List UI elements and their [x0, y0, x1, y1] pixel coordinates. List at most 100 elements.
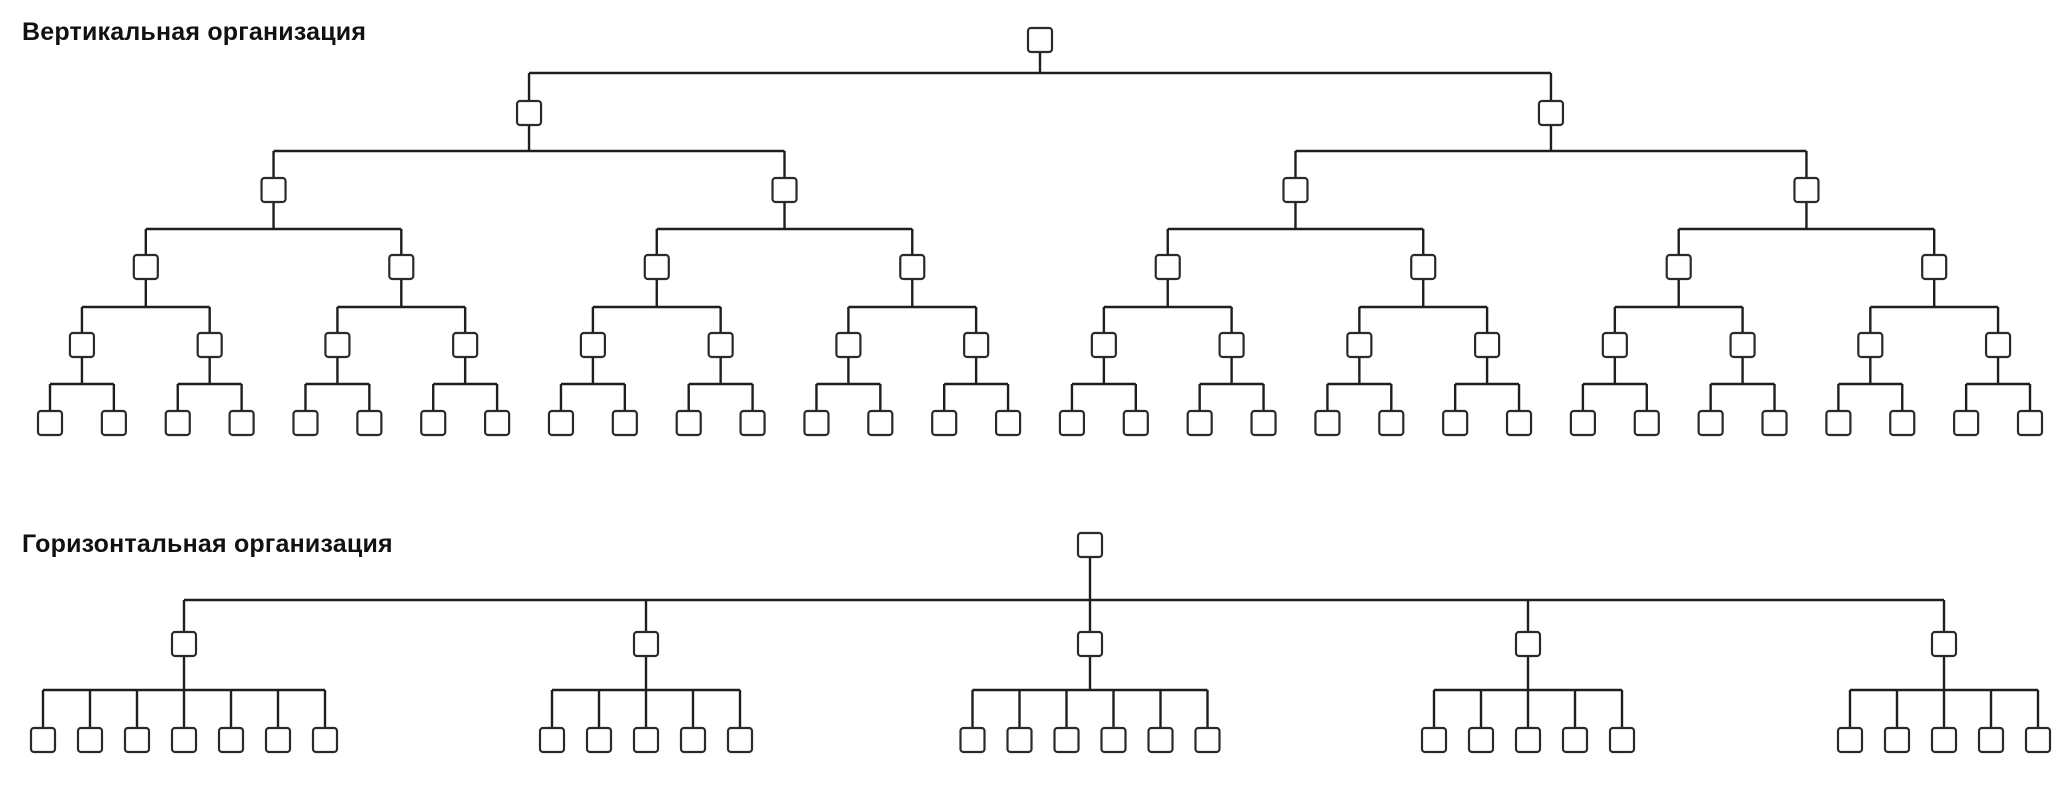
- position-box: [388, 253, 415, 281]
- horizontal-organization-title: Горизонтальная организация: [22, 530, 393, 558]
- position-box: [726, 726, 754, 754]
- position-box: [1930, 726, 1958, 754]
- position-box: [1250, 409, 1277, 437]
- position-box: [1346, 331, 1373, 359]
- position-box: [1984, 331, 2012, 359]
- position-box: [452, 331, 479, 359]
- position-box: [1921, 253, 1948, 281]
- position-box: [1473, 331, 1501, 359]
- position-box: [1836, 726, 1864, 754]
- position-box: [264, 726, 292, 754]
- position-box: [1505, 409, 1533, 437]
- position-box: [1467, 726, 1495, 754]
- position-box: [1569, 409, 1597, 437]
- position-box: [632, 630, 660, 658]
- position-box: [1883, 726, 1911, 754]
- position-box: [1930, 630, 1958, 658]
- position-box: [679, 726, 707, 754]
- position-box: [132, 253, 159, 281]
- position-box: [100, 409, 127, 437]
- position-box: [675, 409, 702, 437]
- position-box: [311, 726, 339, 754]
- position-box: [228, 409, 255, 437]
- position-box: [611, 409, 638, 437]
- position-box: [707, 331, 734, 359]
- position-box: [1793, 176, 1820, 204]
- position-box: [739, 409, 766, 437]
- position-box: [771, 176, 798, 204]
- position-box: [1608, 726, 1636, 754]
- position-box: [1006, 726, 1033, 754]
- position-box: [1953, 409, 1980, 437]
- vertical-org-tree: [36, 26, 2044, 437]
- position-box: [632, 726, 660, 754]
- position-box: [1889, 409, 1916, 437]
- position-box: [1026, 26, 1054, 54]
- position-box: [1378, 409, 1405, 437]
- position-box: [899, 253, 926, 281]
- position-box: [1729, 331, 1756, 359]
- position-box: [76, 726, 104, 754]
- position-box: [356, 409, 383, 437]
- position-box: [170, 630, 198, 658]
- position-box: [29, 726, 57, 754]
- position-box: [217, 726, 245, 754]
- position-box: [1154, 253, 1181, 281]
- position-box: [123, 726, 151, 754]
- position-box: [164, 409, 191, 437]
- position-box: [1857, 331, 1884, 359]
- position-box: [643, 253, 670, 281]
- position-box: [292, 409, 319, 437]
- position-box: [1514, 630, 1542, 658]
- position-box: [36, 409, 64, 437]
- position-box: [963, 331, 990, 359]
- position-box: [1633, 409, 1660, 437]
- position-box: [2016, 409, 2044, 437]
- position-box: [1410, 253, 1437, 281]
- position-box: [1122, 409, 1149, 437]
- position-box: [579, 331, 607, 359]
- position-box: [1076, 531, 1104, 559]
- position-box: [959, 726, 986, 754]
- position-box: [1514, 726, 1542, 754]
- position-box: [1076, 630, 1104, 658]
- position-box: [547, 409, 575, 437]
- position-box: [260, 176, 287, 204]
- position-box: [196, 331, 223, 359]
- vertical-organization-title: Вертикальная организация: [22, 18, 367, 46]
- position-box: [1058, 409, 1086, 437]
- position-box: [1100, 726, 1127, 754]
- position-box: [1442, 409, 1469, 437]
- position-box: [1282, 176, 1309, 204]
- position-box: [68, 331, 96, 359]
- position-box: [994, 409, 1022, 437]
- position-box: [1697, 409, 1724, 437]
- position-box: [835, 331, 862, 359]
- position-box: [483, 409, 511, 437]
- position-box: [1053, 726, 1080, 754]
- position-box: [1218, 331, 1245, 359]
- position-box: [1761, 409, 1788, 437]
- position-box: [538, 726, 566, 754]
- position-box: [1601, 331, 1628, 359]
- position-box: [2024, 726, 2052, 754]
- position-box: [515, 99, 543, 127]
- position-box: [931, 409, 958, 437]
- position-box: [867, 409, 894, 437]
- position-box: [803, 409, 830, 437]
- position-box: [420, 409, 447, 437]
- position-box: [1537, 99, 1565, 127]
- position-box: [1665, 253, 1692, 281]
- position-box: [170, 726, 198, 754]
- horizontal-org-tree: [29, 531, 2052, 754]
- position-box: [1186, 409, 1213, 437]
- position-box: [324, 331, 351, 359]
- position-box: [1825, 409, 1852, 437]
- position-box: [1420, 726, 1448, 754]
- position-box: [1147, 726, 1174, 754]
- position-box: [1194, 726, 1221, 754]
- position-box: [1090, 331, 1117, 359]
- position-box: [1561, 726, 1589, 754]
- position-box: [585, 726, 613, 754]
